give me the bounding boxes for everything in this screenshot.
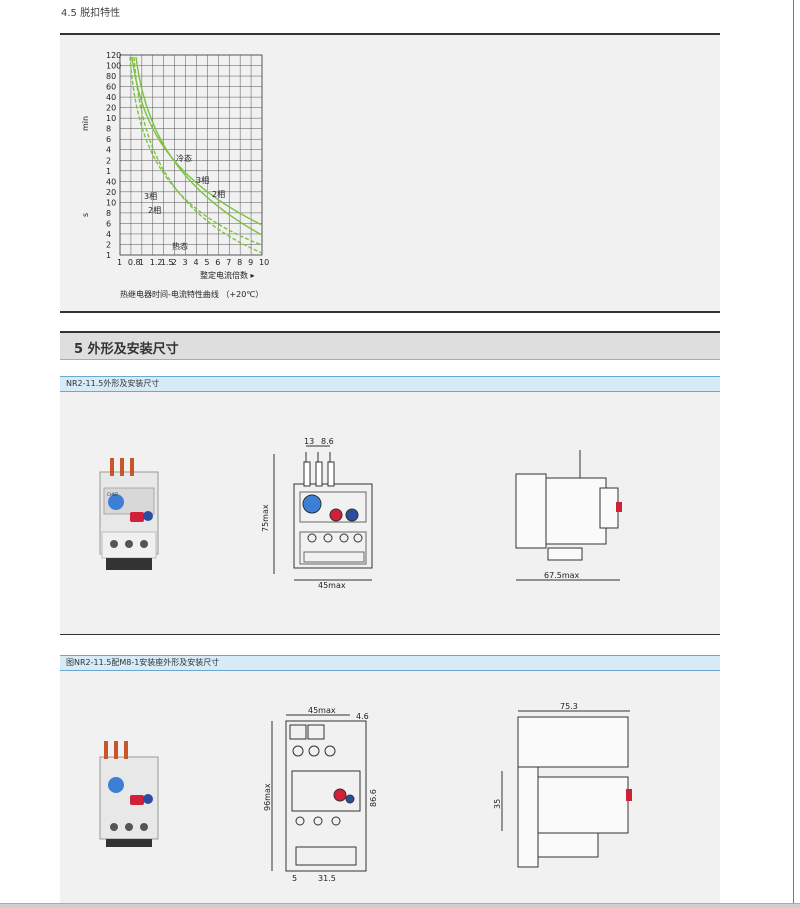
chart-caption: 热继电器时间-电流特性曲线 （+20℃） xyxy=(120,289,263,299)
x-tick-label: 2 xyxy=(172,258,177,267)
dim-depth: 67.5max xyxy=(544,571,580,580)
relay-with-base-photo xyxy=(99,741,159,847)
y-tick-label-s: 2 xyxy=(106,240,111,249)
y-tick-label-s: 8 xyxy=(106,209,111,218)
y-tick-label-min: 2 xyxy=(106,156,111,165)
y-tick-label-min: 80 xyxy=(106,72,116,81)
x-tick-label: 10 xyxy=(259,258,269,267)
x-tick-label: 8 xyxy=(237,258,242,267)
y-tick-label-min: 1 xyxy=(106,167,111,176)
curve-label-two_phase_a: 2相 xyxy=(212,189,225,199)
fig2-dim-side: 35 xyxy=(493,799,502,809)
x-tick-label: 1 xyxy=(117,258,122,267)
side-view-with-base-drawing xyxy=(501,710,632,868)
curve-cold-2phase xyxy=(135,56,263,236)
y-tick-label-s: 6 xyxy=(106,219,111,228)
y-tick-label-min: 120 xyxy=(106,51,121,60)
section-5-title: 5 外形及安装尺寸 xyxy=(74,342,179,357)
front-view-drawing xyxy=(273,445,373,581)
x-tick-label: 1 xyxy=(139,258,144,267)
y-tick-label-s: 1 xyxy=(106,251,111,260)
page-right-border xyxy=(793,0,794,905)
fig2-dim-height: 96max xyxy=(263,783,272,811)
fig2-title: 图NR2-11.5配M8-1安装座外形及安装尺寸 xyxy=(66,658,220,667)
section-5-heading: 5 外形及安装尺寸 xyxy=(60,331,720,360)
fig2-dim-height2: 86.6 xyxy=(369,789,378,807)
y-tick-label-min: 4 xyxy=(106,146,111,155)
x-tick-label: 1.2 xyxy=(150,258,163,267)
fig1-drawings: CHNT 13 8.6 75max 45max xyxy=(99,437,622,590)
curve-label-two_phase_b: 2相 xyxy=(148,205,161,215)
fig2-dim-base-small: 5 xyxy=(292,874,297,883)
fig2-dim-depth: 75.3 xyxy=(560,702,578,711)
x-tick-label: 0.8 xyxy=(128,258,141,267)
y-tick-label-min: 60 xyxy=(106,83,116,92)
side-view-drawing xyxy=(515,450,622,581)
x-tick-label: 3 xyxy=(183,258,188,267)
y-tick-label-min: 40 xyxy=(106,93,116,102)
x-axis-label: 整定电流倍数 ▸ xyxy=(200,270,255,280)
x-tick-label: 6 xyxy=(215,258,220,267)
y-tick-label-s: 10 xyxy=(106,198,116,207)
fig2-dim-width: 45max xyxy=(308,706,336,715)
y-tick-label-s: 20 xyxy=(106,188,116,197)
curve-label-three_phase_b: 3相 xyxy=(144,191,157,201)
curve-label-three_phase_a: 3相 xyxy=(196,175,209,185)
dim-top-a: 13 xyxy=(304,437,314,446)
front-view-with-base-drawing xyxy=(271,714,367,872)
fig1-titlebar: NR2-11.5外形及安装尺寸 xyxy=(60,376,720,392)
dim-width: 45max xyxy=(318,581,346,590)
dim-height: 75max xyxy=(261,504,270,532)
x-tick-label: 1.5 xyxy=(161,258,174,267)
curve-label-cold: 冷态 xyxy=(176,153,192,163)
curve-label-hot: 热态 xyxy=(172,241,188,251)
fig1-panel: CHNT 13 8.6 75max 45max xyxy=(60,392,720,635)
x-tick-label: 7 xyxy=(226,258,231,267)
y-tick-label-s: 40 xyxy=(106,177,116,186)
fig2-drawings: 45max 4.6 96max 86.6 31.5 5 75.3 35 xyxy=(99,702,632,883)
fig2-dim-offset: 4.6 xyxy=(356,712,369,721)
y-unit-s: s xyxy=(81,213,90,217)
curve-hot-3phase xyxy=(129,56,263,246)
fig2-panel: 45max 4.6 96max 86.6 31.5 5 75.3 35 xyxy=(60,671,720,904)
x-tick-label: 4 xyxy=(193,258,198,267)
section-4-5-label: 4.5 脱扣特性 xyxy=(61,8,121,19)
y-tick-label-min: 100 xyxy=(106,62,121,71)
curve-hot-2phase xyxy=(133,56,263,254)
x-tick-label: 9 xyxy=(248,258,253,267)
chart-top-rule xyxy=(60,33,720,35)
relay-product-photo: CHNT xyxy=(99,458,159,570)
x-tick-label: 5 xyxy=(204,258,209,267)
y-tick-label-min: 10 xyxy=(106,114,116,123)
y-tick-label-min: 8 xyxy=(106,125,111,134)
y-unit-min: min xyxy=(81,116,90,131)
fig2-dim-base: 31.5 xyxy=(318,874,336,883)
dim-top-b: 8.6 xyxy=(321,437,334,446)
window-bottom-bar xyxy=(0,903,800,908)
y-tick-label-min: 6 xyxy=(106,135,111,144)
photo-brand-text: CHNT xyxy=(107,492,119,497)
fig2-titlebar: 图NR2-11.5配M8-1安装座外形及安装尺寸 xyxy=(60,655,720,671)
fig1-title: NR2-11.5外形及安装尺寸 xyxy=(66,379,160,388)
y-tick-label-min: 20 xyxy=(106,104,116,113)
y-tick-label-s: 4 xyxy=(106,230,111,239)
